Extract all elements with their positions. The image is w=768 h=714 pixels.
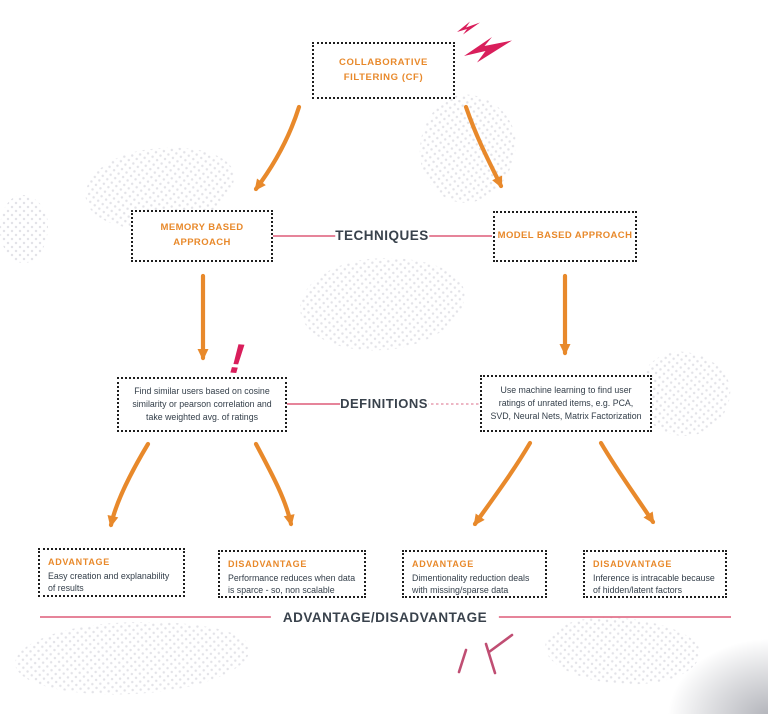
advantage-box-model: ADVANTAGE Dimentionality reduction deals…	[402, 550, 547, 598]
advantage-box-memory: ADVANTAGE Easy creation and explanabilit…	[38, 548, 185, 597]
outcome-heading: DISADVANTAGE	[228, 559, 308, 569]
advantage-disadvantage-label: ADVANTAGE/DISADVANTAGE	[270, 609, 500, 626]
arrow-modeldef-to-disadvantage	[598, 440, 656, 525]
cf-box-label: COLLABORATIVE FILTERING (CF)	[339, 56, 428, 83]
disadvantage-box-memory: DISADVANTAGE Performance reduces when da…	[218, 550, 366, 598]
model-box-label: MODEL BASED APPROACH	[497, 230, 633, 242]
emphasis-dashes-icon	[457, 633, 514, 675]
arrow-memorydef-to-disadvantage	[253, 441, 295, 527]
model-based-approach-box: MODEL BASED APPROACH	[493, 211, 637, 262]
outcome-heading: ADVANTAGE	[48, 557, 110, 567]
outcome-body: Performance reduces when data is sparce …	[228, 573, 356, 596]
definitions-label: DEFINITIONS	[340, 396, 428, 411]
arrow-cf-to-model	[463, 104, 504, 189]
lightning-bolt-icon	[457, 21, 512, 63]
model-definition-box: Use machine learning to find user rating…	[480, 375, 652, 432]
outcome-heading: ADVANTAGE	[412, 559, 474, 569]
halftone-pattern	[0, 195, 48, 263]
arrow-cf-to-memory	[253, 104, 302, 192]
memory-definition-box: Find similar users based on cosine simil…	[117, 377, 287, 432]
memory-based-approach-box: MEMORY BASED APPROACH	[131, 210, 273, 262]
model-definition-text: Use machine learning to find user rating…	[490, 384, 642, 422]
memory-box-label: MEMORY BASED APPROACH	[160, 222, 244, 248]
cf-box: COLLABORATIVE FILTERING (CF)	[312, 42, 455, 99]
outcome-body: Easy creation and explanability of resul…	[48, 571, 170, 594]
outcome-heading: DISADVANTAGE	[593, 559, 673, 569]
arrow-modeldef-to-advantage	[472, 440, 533, 527]
outcome-body: Inference is intracable because of hidde…	[593, 573, 715, 596]
disadvantage-box-model: DISADVANTAGE Inference is intracable bec…	[583, 550, 727, 598]
outcome-body: Dimentionality reduction deals with miss…	[412, 573, 530, 596]
memory-definition-text: Find similar users based on cosine simil…	[132, 385, 272, 423]
arrow-memorydef-to-advantage	[107, 441, 151, 528]
techniques-label: TECHNIQUES	[335, 228, 429, 243]
